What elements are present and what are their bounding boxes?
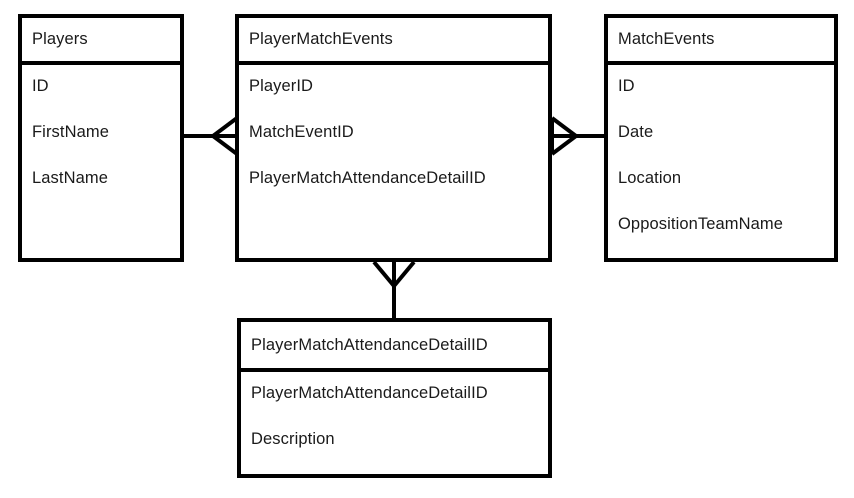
attribute-row: ID bbox=[32, 77, 49, 95]
crowfoot-attendancedetail-diag-left bbox=[372, 260, 396, 288]
attribute-row: Location bbox=[618, 169, 682, 187]
entity-matchevents-attributes: ID Date Location OppositionTeamName bbox=[608, 65, 834, 262]
attribute-row: ID bbox=[618, 77, 635, 95]
entity-matchevents-header: MatchEvents bbox=[608, 18, 834, 65]
entity-players[interactable]: Players ID FirstName LastName bbox=[18, 14, 184, 262]
entity-matchevents[interactable]: MatchEvents ID Date Location OppositionT… bbox=[604, 14, 838, 262]
attribute-row: OppositionTeamName bbox=[618, 215, 784, 233]
attribute-row: PlayerMatchAttendanceDetailID bbox=[249, 169, 486, 187]
crowfoot-players-playermatchevents-diag-lower bbox=[211, 134, 239, 156]
entity-playermatchevents[interactable]: PlayerMatchEvents PlayerID MatchEventID … bbox=[235, 14, 552, 262]
crowfoot-playermatchevents-matchevents-diag-lower bbox=[550, 134, 578, 156]
crowfoot-players-playermatchevents-diag-upper bbox=[211, 116, 239, 138]
attribute-row: Date bbox=[618, 123, 654, 141]
entity-players-title: Players bbox=[32, 30, 88, 49]
attribute-row: Description bbox=[251, 430, 335, 448]
entity-playermatchattendancedetailid-title: PlayerMatchAttendanceDetailID bbox=[251, 335, 488, 354]
attribute-row: MatchEventID bbox=[249, 123, 354, 141]
entity-players-header: Players bbox=[22, 18, 180, 65]
attribute-row: LastName bbox=[32, 169, 109, 187]
entity-players-attributes: ID FirstName LastName bbox=[22, 65, 180, 216]
entity-playermatchevents-title: PlayerMatchEvents bbox=[249, 30, 393, 49]
crowfoot-playermatchevents-matchevents-diag-upper bbox=[550, 116, 578, 138]
attribute-row: FirstName bbox=[32, 123, 109, 141]
entity-playermatchattendancedetailid-attributes: PlayerMatchAttendanceDetailID Descriptio… bbox=[241, 372, 548, 477]
entity-playermatchevents-attributes: PlayerID MatchEventID PlayerMatchAttenda… bbox=[239, 65, 548, 216]
attribute-row: PlayerMatchAttendanceDetailID bbox=[251, 384, 488, 402]
entity-playermatchattendancedetailid[interactable]: PlayerMatchAttendanceDetailID PlayerMatc… bbox=[237, 318, 552, 478]
crowfoot-attendancedetail-diag-right bbox=[392, 260, 416, 288]
attribute-row: PlayerID bbox=[249, 77, 314, 95]
entity-playermatchevents-header: PlayerMatchEvents bbox=[239, 18, 548, 65]
entity-playermatchattendancedetailid-header: PlayerMatchAttendanceDetailID bbox=[241, 322, 548, 372]
entity-matchevents-title: MatchEvents bbox=[618, 30, 715, 49]
